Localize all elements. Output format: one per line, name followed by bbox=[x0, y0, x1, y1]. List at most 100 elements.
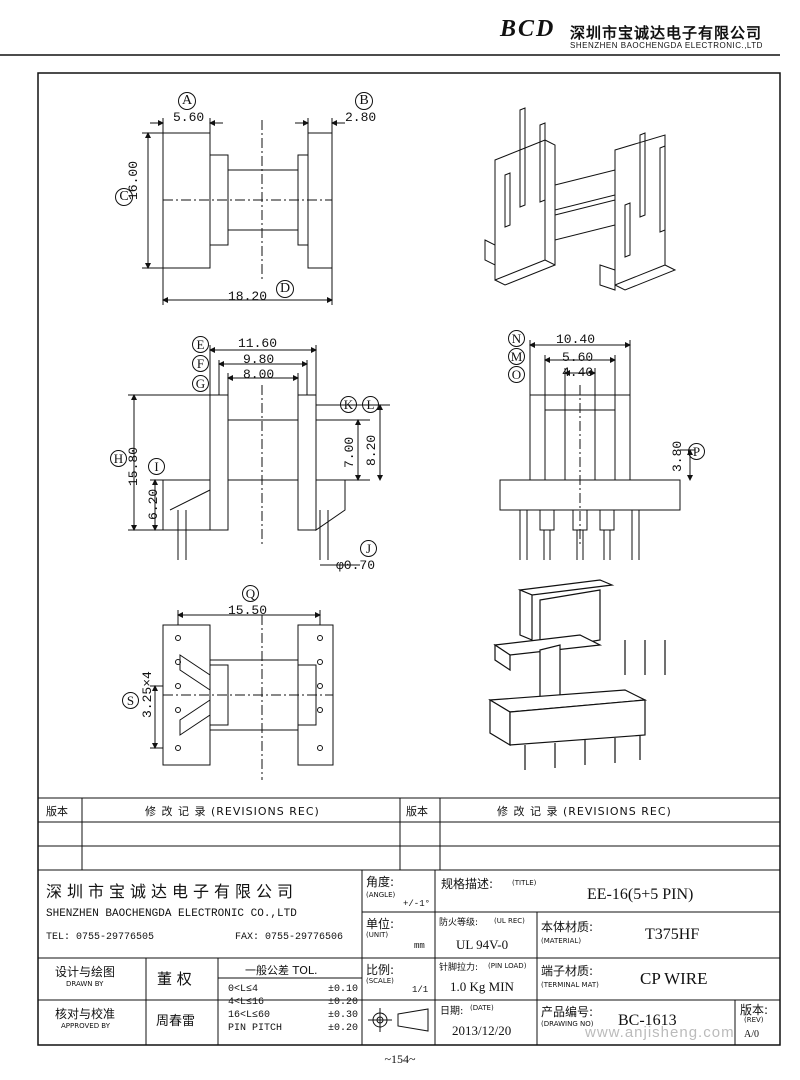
tb-tol-title: 一般公差 TOL. bbox=[245, 964, 318, 977]
tb-rev-val: A/0 bbox=[744, 1029, 759, 1040]
tb-fax: FAX: 0755-29776506 bbox=[235, 932, 344, 943]
tb-scale-en: (SCALE) bbox=[366, 977, 394, 985]
tb-terminal-en: (TERMINAL MAT) bbox=[541, 981, 599, 989]
tb-ul-val: UL 94V-0 bbox=[456, 937, 509, 952]
callout-e: E bbox=[192, 336, 209, 353]
tb-pinload-val: 1.0 Kg MIN bbox=[450, 979, 514, 994]
dim-n-value: 10.40 bbox=[556, 332, 596, 347]
callout-o: O bbox=[508, 366, 525, 383]
tb-date-en: (DATE) bbox=[470, 1004, 494, 1012]
tb-angle-val: +/-1° bbox=[403, 899, 431, 909]
callout-k: K bbox=[340, 396, 357, 413]
dim-e-value: 11.60 bbox=[238, 336, 278, 351]
tol-val: ±0.20 bbox=[327, 1023, 358, 1034]
title-block-lines bbox=[38, 870, 780, 1045]
tb-date-val: 2013/12/20 bbox=[452, 1023, 512, 1038]
dim-s-value: 3.25×4 bbox=[140, 671, 155, 718]
rev-version-header-1: 版本 bbox=[46, 805, 68, 818]
tb-approved-val: 周春雷 bbox=[156, 1014, 196, 1029]
tb-drawn-val: 董 权 bbox=[157, 970, 192, 988]
callout-j: J bbox=[360, 540, 377, 557]
callout-g: G bbox=[192, 375, 209, 392]
revision-table-lines bbox=[38, 797, 780, 871]
tb-unit-en: (UNIT) bbox=[366, 931, 389, 939]
page-number: ~154~ bbox=[384, 1052, 416, 1066]
watermark: www.anjisheng.com bbox=[585, 1024, 735, 1041]
dim-i-value: 6.20 bbox=[146, 488, 161, 520]
tb-material-en: (MATERIAL) bbox=[541, 937, 582, 945]
tb-ul-cn: 防火等级: bbox=[439, 918, 479, 928]
callout-m: M bbox=[508, 348, 525, 365]
tb-drawno-en: (DRAWING NO) bbox=[541, 1020, 594, 1028]
isometric-view-1 bbox=[484, 107, 677, 291]
tol-range: 4<L≤16 bbox=[228, 997, 265, 1008]
callout-a: A bbox=[178, 92, 196, 110]
tol-range: 0<L≤4 bbox=[228, 984, 259, 995]
tol-range: PIN PITCH bbox=[228, 1023, 283, 1034]
dim-h-value: 15.80 bbox=[126, 446, 141, 486]
tol-range: 16<L≤60 bbox=[228, 1010, 271, 1021]
tb-pinload-cn: 针脚拉力: bbox=[439, 963, 479, 973]
tol-row: 0<L≤4 ±0.10 bbox=[228, 983, 358, 996]
tb-rev-en: (REV) bbox=[744, 1016, 764, 1024]
tb-date-cn: 日期: bbox=[440, 1006, 464, 1017]
tb-title-en: (TITLE) bbox=[512, 879, 537, 887]
tol-row: PIN PITCH ±0.20 bbox=[228, 1022, 358, 1035]
end-view bbox=[499, 340, 695, 560]
tb-tol-table: 0<L≤4 ±0.10 4<L≤16 ±0.20 16<L≤60±0.30 PIN … bbox=[228, 983, 358, 1035]
dim-j-value: φ0.70 bbox=[336, 558, 376, 573]
tb-scale-val: 1/1 bbox=[412, 985, 429, 995]
tb-angle-cn: 角度: bbox=[366, 875, 395, 889]
header-company-cn: 深圳市宝诚达电子有限公司 bbox=[570, 24, 763, 42]
tb-title-val: EE-16(5+5 PIN) bbox=[587, 886, 694, 903]
callout-q: Q bbox=[242, 585, 259, 602]
isometric-view-2 bbox=[488, 579, 666, 770]
tb-tel: TEL: 0755-29776505 bbox=[46, 932, 155, 943]
tol-row: 4<L≤16 ±0.20 bbox=[228, 996, 358, 1009]
dim-d-value: 18.20 bbox=[228, 289, 268, 304]
tb-drawno-val: BC-1613 bbox=[618, 1012, 677, 1029]
tol-val: ±0.20 bbox=[327, 997, 358, 1008]
dim-l-value: 8.20 bbox=[364, 434, 379, 466]
rev-version-header-2: 版本 bbox=[406, 805, 428, 818]
callout-b: B bbox=[355, 92, 373, 110]
dim-o-value: 4.40 bbox=[562, 365, 594, 380]
tb-company-en: SHENZHEN BAOCHENGDA ELECTRONIC CO.,LTD bbox=[46, 908, 297, 920]
tb-terminal-cn: 端子材质: bbox=[541, 964, 594, 978]
tb-unit-cn: 单位: bbox=[366, 917, 395, 931]
tb-terminal-val: CP WIRE bbox=[640, 969, 708, 988]
front-view bbox=[142, 118, 345, 305]
tb-material-val: T375HF bbox=[645, 926, 700, 943]
tb-company-cn: 深圳市宝诚达电子有限公司 bbox=[46, 882, 299, 901]
dim-a-value: 5.60 bbox=[173, 110, 205, 125]
dim-q-value: 15.50 bbox=[228, 603, 268, 618]
dim-c-value: 16.00 bbox=[126, 160, 141, 200]
tb-pinload-en: (PIN LOAD) bbox=[488, 962, 527, 970]
callout-d: D bbox=[276, 280, 294, 298]
callout-c: C bbox=[115, 188, 133, 206]
tb-ul-en: (UL REC) bbox=[494, 917, 525, 925]
tb-approved-en: APPROVED BY bbox=[61, 1022, 111, 1030]
callout-p: P bbox=[688, 443, 705, 460]
tol-val: ±0.10 bbox=[327, 984, 358, 995]
side-view bbox=[128, 345, 390, 566]
callout-n: N bbox=[508, 330, 525, 347]
tb-scale-cn: 比例: bbox=[366, 963, 395, 977]
callout-l: L bbox=[362, 396, 379, 413]
top-view bbox=[150, 610, 334, 780]
tol-row: 16<L≤60±0.30 bbox=[228, 1009, 358, 1022]
tb-angle-en: (ANGLE) bbox=[366, 891, 396, 899]
rev-record-header-1: 修 改 记 录 (REVISIONS REC) bbox=[145, 805, 320, 818]
dim-m-value: 5.60 bbox=[562, 350, 594, 365]
tb-title-cn: 规格描述: bbox=[441, 877, 494, 891]
callout-h: H bbox=[110, 450, 127, 467]
dim-k-value: 7.00 bbox=[342, 436, 357, 468]
dim-f-value: 9.80 bbox=[243, 352, 275, 367]
tb-drawn-cn: 设计与绘图 bbox=[55, 965, 116, 979]
company-logo: BCD bbox=[500, 16, 556, 42]
callout-i: I bbox=[148, 458, 165, 475]
dim-b-value: 2.80 bbox=[345, 110, 377, 125]
dim-p-value: 3.80 bbox=[670, 440, 685, 472]
tb-drawno-cn: 产品编号: bbox=[541, 1005, 594, 1019]
